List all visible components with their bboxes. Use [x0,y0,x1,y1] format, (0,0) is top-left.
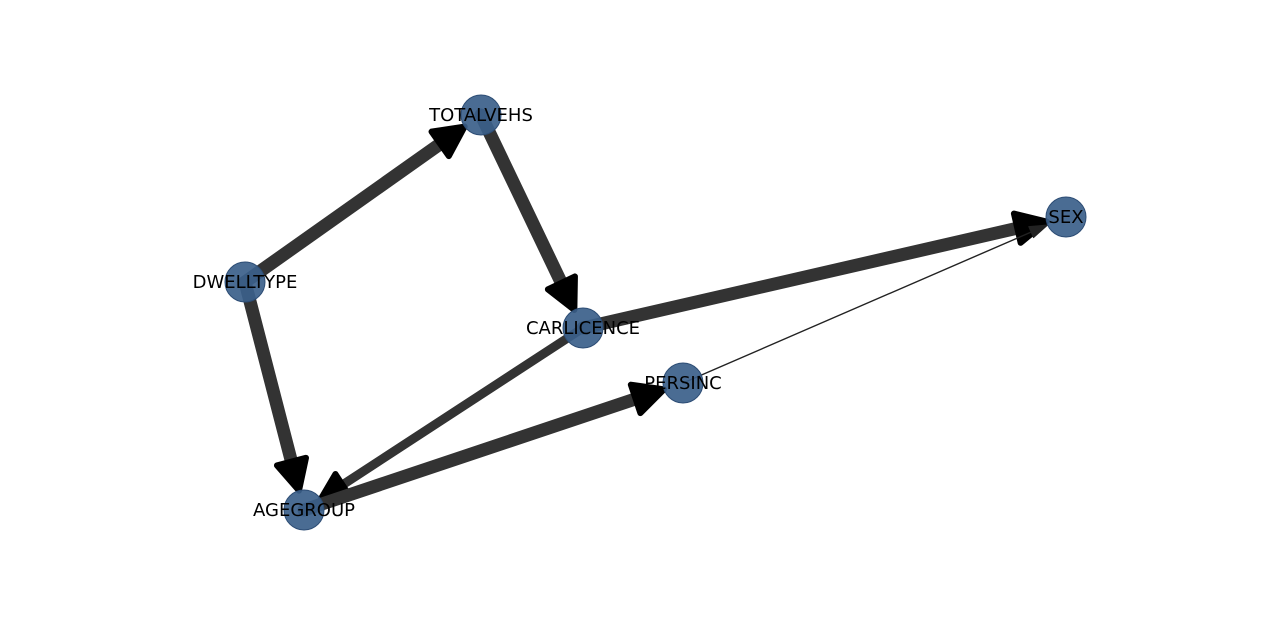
edge-line [576,220,1028,335]
edge-line [334,323,588,492]
edge-carlicence-to-agegroup [317,323,588,503]
node-agegroup [283,489,325,531]
edge-line [297,391,646,517]
node-totalvehs [460,94,502,136]
labels-layer: TOTALVEHS DWELLTYPE CARLICENCE SEX PERSINC AG… [193,105,1084,521]
node-label-carlicence: CARLICENCE [526,318,640,339]
edge-line [474,108,570,294]
node-persinc [662,362,704,404]
nodes-layer [224,94,1087,531]
node-label-persinc: PERSINC [644,373,722,394]
arrowhead-icon [428,123,468,160]
arrowhead-icon [627,381,668,417]
edge-agegroup-to-persinc [297,381,668,517]
node-label-agegroup: AGEGROUP [253,500,355,521]
edge-line [238,135,450,289]
node-label-dwelltype: DWELLTYPE [193,272,298,293]
edge-carlicence-to-sex [576,210,1050,335]
node-carlicence [562,307,604,349]
edges-layer [238,108,1050,517]
edge-totalvehs-to-carlicence [474,108,578,313]
arrowhead-icon [273,454,309,494]
arrowhead-icon [544,273,578,313]
edge-line [682,229,1036,384]
node-sex [1045,196,1087,238]
arrowhead-icon [1028,224,1049,239]
edge-dwelltype-to-totalvehs [238,123,468,289]
edge-line [238,275,299,472]
node-label-sex: SEX [1048,207,1083,228]
edge-persinc-to-sex [682,224,1049,384]
edge-dwelltype-to-agegroup [238,275,309,494]
node-label-totalvehs: TOTALVEHS [428,105,533,126]
node-dwelltype [224,261,266,303]
